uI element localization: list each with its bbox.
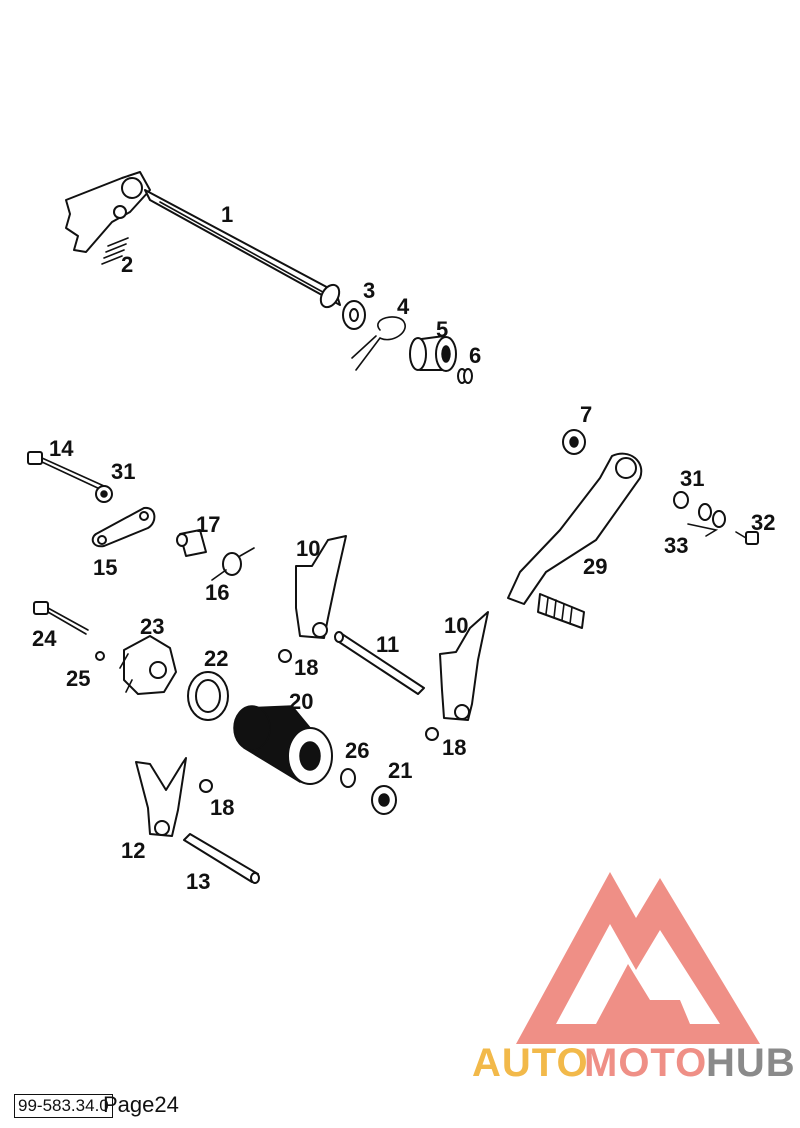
part-5-bushing: [409, 335, 457, 372]
part-24-bolt: [33, 601, 89, 635]
callout-10-right: 10: [444, 613, 468, 638]
watermark-triangle-logo: [516, 872, 760, 1044]
part-25-pin: [95, 651, 105, 661]
callout-25: 25: [66, 666, 90, 691]
callout-24: 24: [32, 626, 57, 651]
watermark-word-moto: MOTO: [584, 1041, 707, 1085]
callout-32: 32: [751, 510, 775, 535]
part-31-washer-left: [95, 485, 113, 503]
watermark-word-auto: AUTO: [472, 1041, 589, 1085]
part-6-o-rings: [457, 368, 473, 384]
automotohub-watermark: AUTO MOTO HUB: [472, 872, 796, 1085]
part-10-shift-fork-right: [439, 611, 489, 721]
callout-14: 14: [49, 436, 74, 461]
callout-6: 6: [469, 343, 481, 368]
part-18-roller-upper: [278, 649, 292, 663]
part-21-bushing: [371, 785, 397, 815]
part-32-bolt: [735, 531, 759, 545]
part-7-bushing: [562, 429, 586, 455]
watermark-triangle-inner: [596, 964, 690, 1024]
callout-4: 4: [397, 294, 410, 319]
part-18-roller-lower: [199, 779, 213, 793]
part-33-lock-washers: [687, 503, 726, 537]
callout-29: 29: [583, 554, 607, 579]
callout-21: 21: [388, 758, 412, 783]
part-2-spring: [101, 237, 129, 265]
part-12-shift-fork-lower: [135, 757, 187, 837]
callout-18-right: 18: [442, 735, 466, 760]
callout-33: 33: [664, 533, 688, 558]
callout-1: 1: [221, 202, 233, 227]
callout-12: 12: [121, 838, 145, 863]
callout-labels: 1 2 3 4 5 6 7 14 31 31 17 32 10 33 29 15…: [32, 202, 775, 894]
part-17-bolt: [176, 529, 207, 557]
callout-22: 22: [204, 646, 228, 671]
document-code: 99-583.34.0: [14, 1094, 113, 1118]
callout-31-left: 31: [111, 459, 135, 484]
part-13-fork-shaft: [183, 833, 260, 884]
callout-15: 15: [93, 555, 117, 580]
callout-20: 20: [289, 689, 313, 714]
callout-11: 11: [376, 632, 399, 657]
part-23-detent-star: [119, 635, 177, 695]
part-20-shift-drum: [233, 705, 333, 785]
callout-5: 5: [436, 317, 448, 342]
callout-13: 13: [186, 869, 210, 894]
part-4-circlip: [351, 316, 406, 371]
part-29-shift-lever: [507, 452, 643, 629]
part-15-lever: [91, 506, 156, 548]
part-1-shift-shaft: [65, 171, 341, 309]
part-11-fork-shaft: [334, 631, 425, 695]
callout-26: 26: [345, 738, 369, 763]
part-22-seal-ring: [187, 671, 229, 721]
part-16-spring: [211, 547, 255, 581]
callout-17: 17: [196, 512, 220, 537]
part-18-roller-right: [425, 727, 439, 741]
callout-2: 2: [121, 252, 133, 277]
part-14-bolt: [27, 451, 105, 491]
part-26-washer: [340, 768, 356, 788]
callout-10-upper: 10: [296, 536, 320, 561]
callout-18-lower: 18: [210, 795, 234, 820]
callout-23: 23: [140, 614, 164, 639]
part-31-washer-right: [673, 491, 689, 509]
page-number: Page24: [103, 1092, 179, 1117]
callout-31-right: 31: [680, 466, 704, 491]
callout-3: 3: [363, 278, 375, 303]
watermark-word-hub: HUB: [706, 1041, 796, 1085]
callout-16: 16: [205, 580, 229, 605]
part-3-washer: [342, 300, 366, 330]
part-10-shift-fork-upper: [295, 535, 347, 639]
callout-18-upper: 18: [294, 655, 318, 680]
callout-7: 7: [580, 402, 592, 427]
